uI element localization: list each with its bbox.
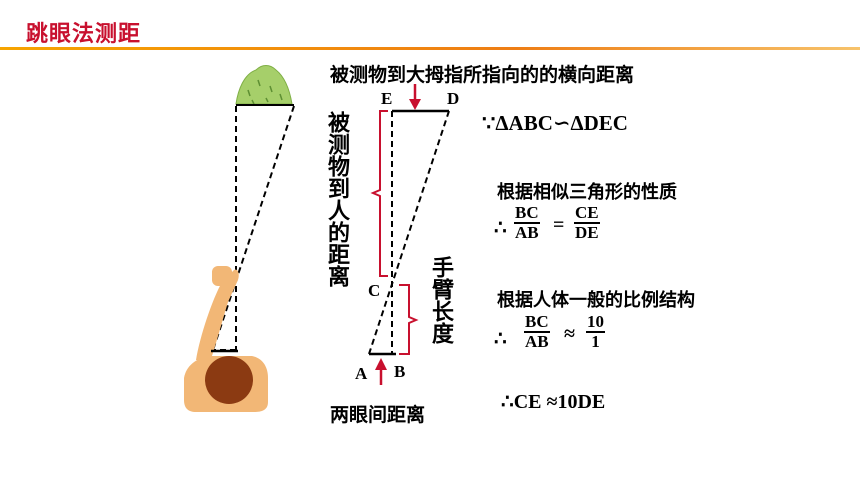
conclusion-statement: ∴CE ≈10DE [501, 391, 606, 413]
property-title: 根据相似三角形的性质 [497, 182, 677, 203]
fraction-denominator: AB [525, 332, 549, 351]
fraction-denominator: AB [515, 223, 539, 242]
fraction-denominator: 1 [591, 332, 600, 351]
arm-length-label: 手臂长度 [428, 256, 453, 344]
point-E-label: E [381, 89, 393, 108]
triangle-diagram [368, 109, 450, 356]
eye-distance-label: 两眼间距离 [330, 404, 426, 426]
point-B-label: B [394, 362, 406, 381]
left-sighting-lines [212, 105, 295, 351]
point-C-label: C [368, 281, 381, 300]
top-caption: 被测物到大拇指所指向的的横向距离 [330, 64, 635, 86]
fraction-ce-de: CE DE [574, 204, 600, 242]
fraction-numerator: 10 [586, 312, 605, 333]
fraction-bc-ab-2: BC AB [524, 313, 550, 351]
fraction-numerator: BC [514, 203, 540, 224]
similarity-statement: ∵ΔABC∽ΔDEC [482, 111, 628, 135]
distance-vertical-label: 被测物到人的距离 [324, 111, 349, 287]
brace-distance [370, 110, 388, 277]
point-D-label: D [447, 89, 460, 108]
arrow-up-icon [375, 358, 387, 385]
arrow-down-icon [409, 84, 421, 110]
brace-arm [399, 284, 419, 355]
head-icon [205, 356, 253, 404]
header-divider [0, 47, 860, 50]
fraction-bc-ab-1: BC AB [514, 204, 540, 242]
equals-sign: = [553, 214, 565, 236]
hill-icon [235, 65, 293, 105]
fraction-denominator: DE [575, 223, 599, 242]
therefore-symbol-2: ∴ [494, 328, 507, 350]
fraction-numerator: BC [524, 312, 550, 333]
proportion-title: 根据人体一般的比例结构 [497, 290, 695, 311]
approx-sign: ≈ [564, 323, 575, 345]
page-title: 跳眼法测距 [26, 22, 142, 47]
fraction-numerator: CE [574, 203, 600, 224]
person-figure [184, 266, 268, 412]
header-bar: 跳眼法测距 [0, 0, 860, 50]
point-A-label: A [355, 364, 368, 383]
fraction-10-1: 10 1 [586, 313, 605, 351]
therefore-symbol-1: ∴ [494, 217, 507, 239]
